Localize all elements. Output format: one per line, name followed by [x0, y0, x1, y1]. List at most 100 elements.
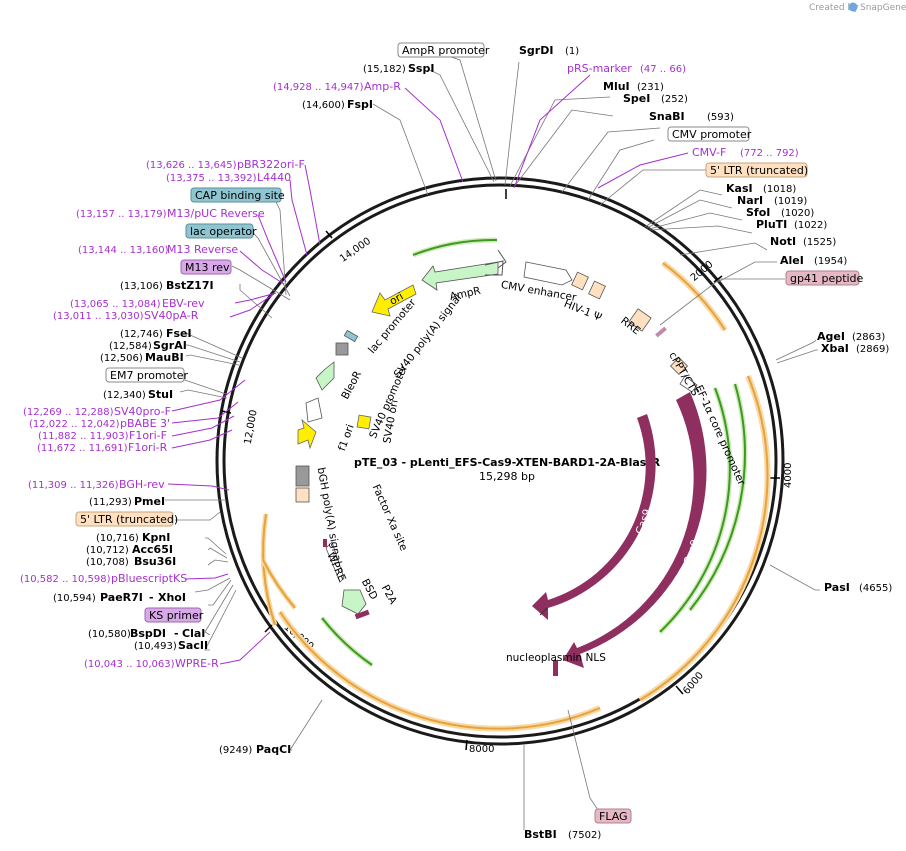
box-m13-rev[interactable]: M13 rev	[180, 259, 232, 275]
cmv-enhancer-arrow	[523, 261, 573, 286]
svg-text:BGH-rev: BGH-rev	[119, 478, 165, 491]
site-noti[interactable]: NotI(1525)	[770, 235, 836, 248]
site-sfoi[interactable]: SfoI(1020)	[746, 206, 814, 219]
primer-bgh-rev[interactable]: (11,309 .. 11,326)BGH-rev	[28, 478, 165, 491]
svg-text:(10,708): (10,708)	[86, 557, 129, 568]
box-5ltr-left[interactable]: 5' LTR (truncated)	[75, 511, 178, 527]
primer-cmv-f[interactable]: CMV-F(772 .. 792)	[692, 146, 799, 159]
site-alei[interactable]: AleI(1954)	[780, 254, 847, 267]
svg-text:PaeR7I: PaeR7I	[100, 591, 143, 604]
feature-bleor: BleoR	[339, 369, 364, 401]
box-5ltr-top[interactable]: 5' LTR (truncated)	[705, 162, 808, 178]
svg-text:KS primer: KS primer	[149, 609, 204, 622]
site-mlui[interactable]: MluI(231)	[603, 80, 664, 93]
svg-text:(1022): (1022)	[794, 220, 827, 231]
box-em7-promoter[interactable]: EM7 promoter	[105, 367, 188, 383]
primer-pbabe3[interactable]: (12,022 .. 12,042)pBABE 3'	[29, 417, 170, 430]
svg-text:(10,594): (10,594)	[53, 593, 96, 604]
ori-arrow	[371, 284, 417, 317]
box-flag[interactable]: FLAG	[594, 808, 632, 824]
svg-text:(10,493): (10,493)	[134, 641, 177, 652]
feature-glyphs: ori	[295, 249, 698, 676]
feature-hiv1-psi: HIV-1 Ψ	[562, 298, 603, 324]
svg-text:EBV-rev: EBV-rev	[162, 297, 205, 310]
site-pmei[interactable]: (11,293)PmeI	[89, 495, 165, 508]
site-spei[interactable]: SpeI(252)	[623, 92, 688, 105]
site-paqci[interactable]: (9249)PaqCI	[219, 743, 291, 756]
site-nari[interactable]: NarI(1019)	[737, 194, 807, 207]
leader-lines	[165, 49, 820, 830]
svg-text:PaqCI: PaqCI	[256, 743, 291, 756]
primer-f1ori-r[interactable]: (11,672 .. 11,691)F1ori-R	[37, 441, 168, 454]
site-kpni[interactable]: (10,716)KpnI	[96, 531, 170, 544]
box-gp41-peptide[interactable]: gp41 peptide	[785, 270, 864, 286]
box-cmv-promoter[interactable]: CMV promoter	[667, 126, 752, 142]
site-xbai[interactable]: XbaI(2869)	[821, 342, 889, 355]
primer-pbluescriptks[interactable]: (10,582 .. 10,598)pBluescriptKS	[20, 572, 187, 585]
svg-text:(11,309 .. 11,326): (11,309 .. 11,326)	[28, 480, 119, 491]
svg-text:FLAG: FLAG	[599, 810, 628, 823]
svg-text:(13,375 .. 13,392): (13,375 .. 13,392)	[166, 173, 257, 184]
site-stui[interactable]: (12,340)StuI	[103, 388, 173, 401]
primer-wpre-r[interactable]: (10,043 .. 10,063)WPRE-R	[84, 657, 219, 670]
primer-pbr322ori-f[interactable]: (13,626 .. 13,645)pBR322ori-F	[146, 158, 305, 171]
box-cap-binding-site[interactable]: CAP binding site	[190, 187, 285, 203]
snapgene-logo-icon	[848, 2, 858, 12]
cas9-label-1: Cas9	[634, 508, 654, 536]
feature-factor-xa: Factor Xa site	[370, 483, 410, 553]
box-ampr-promoter[interactable]: AmpR promoter	[397, 42, 490, 58]
svg-text:SgrAI: SgrAI	[153, 339, 187, 352]
box-ks-primer[interactable]: KS primer	[144, 607, 204, 623]
svg-text:CMV promoter: CMV promoter	[672, 128, 752, 141]
svg-text:KpnI: KpnI	[142, 531, 170, 544]
primer-prs-marker[interactable]: pRS-marker(47 .. 66)	[567, 62, 686, 75]
tick-14000: 14,000	[338, 236, 373, 265]
svg-text:AleI: AleI	[780, 254, 804, 267]
primer-amp-r[interactable]: (14,928 .. 14,947)Amp-R	[273, 80, 401, 93]
site-bstbi[interactable]: BstBI(7502)	[524, 828, 601, 841]
svg-text:(1018): (1018)	[763, 184, 796, 195]
feature-f1-ori: f1 ori	[336, 423, 357, 453]
site-paer7i[interactable]: (10,594)PaeR7I-XhoI	[53, 591, 186, 604]
site-fsei[interactable]: (12,746)FseI	[120, 327, 192, 340]
svg-text:Bsu36I: Bsu36I	[134, 555, 176, 568]
primer-m13-reverse[interactable]: (13,144 .. 13,160)M13 Reverse	[78, 243, 238, 256]
site-agei[interactable]: AgeI(2863)	[817, 330, 885, 343]
svg-text:XhoI: XhoI	[158, 591, 186, 604]
site-sgrdi[interactable]: SgrDI(1)	[519, 44, 579, 57]
site-bsu36i[interactable]: (10,708) Bsu36I	[86, 555, 176, 568]
primer-sv40pa-r[interactable]: (13,011 .. 13,030)SV40pA-R	[53, 309, 199, 322]
site-pasi[interactable]: PasI(4655)	[824, 581, 892, 594]
site-fspi[interactable]: (14,600)FspI	[302, 98, 373, 111]
svg-text:(593): (593)	[707, 112, 734, 123]
box-lac-operator[interactable]: lac operator	[185, 223, 257, 239]
site-acc65i[interactable]: (10,712)Acc65I	[86, 543, 173, 556]
svg-text:PasI: PasI	[824, 581, 850, 594]
primer-sv40pro-f[interactable]: (12,269 .. 12,288)SV40pro-F	[23, 405, 171, 418]
site-sspi[interactable]: (15,182)SspI	[363, 62, 434, 75]
primer-l4440[interactable]: (13,375 .. 13,392)L4440	[166, 171, 291, 184]
site-sacii[interactable]: (10,493)SacII	[134, 639, 208, 652]
svg-text:(10,716): (10,716)	[96, 533, 139, 544]
site-bstz17i[interactable]: (13,106)BstZ17I	[120, 279, 214, 292]
svg-text:(2863): (2863)	[852, 332, 885, 343]
svg-text:AmpR promoter: AmpR promoter	[402, 44, 490, 57]
site-sgrai[interactable]: (12,584)SgrAI	[109, 339, 187, 352]
ampr-arrow	[421, 261, 499, 291]
primer-m13-puc-reverse[interactable]: (13,157 .. 13,179)M13/pUC Reverse	[76, 207, 265, 220]
svg-text:(11,882 .. 11,903): (11,882 .. 11,903)	[38, 431, 129, 442]
svg-text:ClaI: ClaI	[182, 627, 205, 640]
svg-text:M13 Reverse: M13 Reverse	[167, 243, 238, 256]
primer-f1ori-f[interactable]: (11,882 .. 11,903)F1ori-F	[38, 429, 167, 442]
svg-text:pBluescriptKS: pBluescriptKS	[111, 572, 187, 585]
site-pluti[interactable]: PluTI(1022)	[756, 218, 827, 231]
primer-ebv-rev[interactable]: (13,065 .. 13,084)EBV-rev	[70, 297, 205, 310]
site-maubi[interactable]: (12,506)MauBI	[100, 351, 184, 364]
backbone-inner	[222, 183, 778, 739]
tick-12000: 12,000	[243, 409, 260, 445]
site-kasi[interactable]: KasI(1018)	[726, 182, 796, 195]
site-snabi[interactable]: SnaBI(593)	[649, 110, 734, 123]
site-bspdi[interactable]: (10,580)BspDI-ClaI	[88, 627, 205, 640]
svg-text:BspDI: BspDI	[130, 627, 166, 640]
credit-brand: SnapGene	[860, 3, 906, 13]
